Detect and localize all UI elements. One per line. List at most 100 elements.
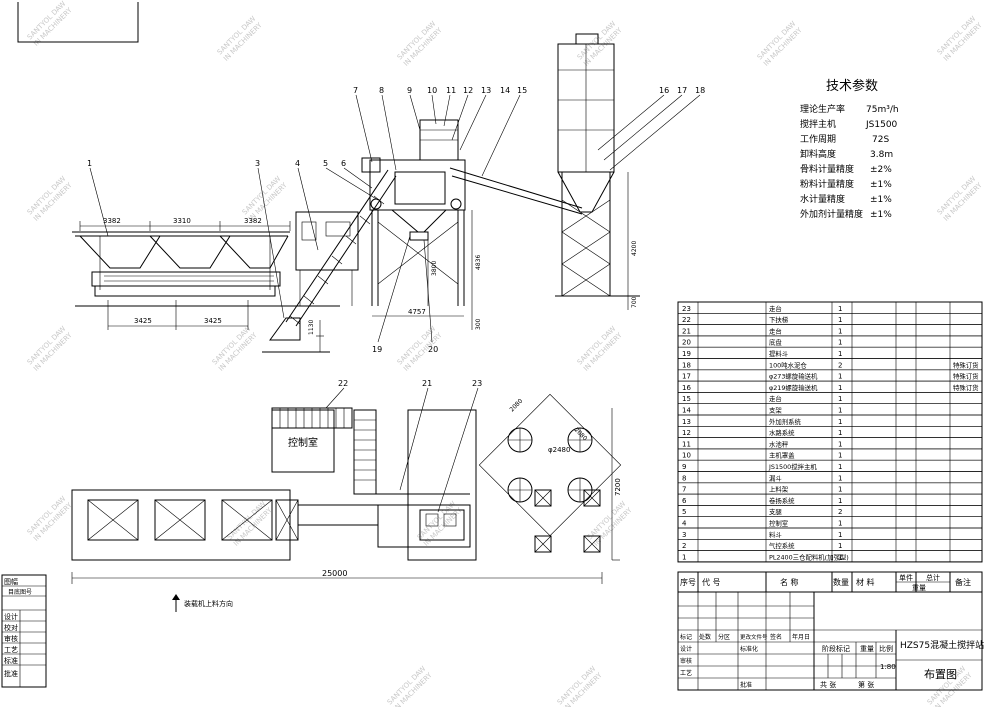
bom-qty: 1: [838, 350, 842, 358]
title-block-cell: 审核: [680, 657, 692, 665]
screw-conveyor: [449, 167, 583, 215]
scale-value: 1:80: [880, 663, 896, 671]
bom-note: 特殊订货: [953, 372, 979, 381]
bom-header-cell: 代 号: [702, 577, 721, 587]
callout-label: 6: [341, 159, 346, 168]
bom-qty: 1: [838, 407, 842, 415]
bom-no: 1: [682, 553, 686, 561]
bom-qty: 1: [838, 463, 842, 471]
left-block-label: 设计: [4, 612, 18, 621]
title-block-cell: 处数: [699, 633, 711, 641]
bom-no: 4: [682, 520, 687, 528]
bom-row: 14 支架 1: [677, 403, 983, 416]
mixer-platform: 4757 4836 3800 300: [361, 119, 482, 330]
arrow-note: 装载机上料方向: [184, 599, 233, 608]
plan-control-room: [271, 409, 335, 473]
callout-label: 18: [695, 86, 705, 95]
bom-name: 支架: [769, 406, 782, 415]
left-block-label: 标准: [4, 656, 18, 665]
param-value: 75m³/h: [866, 105, 899, 115]
bom-no: 19: [682, 350, 691, 358]
callout-label: 9: [407, 86, 412, 95]
title-block-cell: 签名: [770, 633, 782, 641]
callout-label: 1: [87, 159, 92, 168]
bom-no: 21: [682, 327, 691, 335]
control-room-elevation: [295, 211, 359, 306]
title-block-cell: 比例: [879, 644, 893, 653]
tech-params-title: 技术参数: [826, 78, 878, 94]
plan-belt: [297, 504, 379, 526]
bom-row: 4 控制室 1: [677, 516, 983, 529]
bom-qty: 1: [838, 305, 842, 313]
callout-label: 13: [481, 86, 491, 95]
bom-name: φ219螺旋输送机: [769, 383, 818, 392]
callout-label: 17: [677, 86, 687, 95]
project-title: HZS75混凝土搅拌站: [900, 639, 984, 651]
bom-no: 18: [682, 361, 691, 369]
bom-name: PL2400三仓配料机(加强型): [769, 552, 849, 561]
dim-text: 2080: [508, 398, 524, 414]
dim-text: 3382: [103, 217, 121, 225]
bom-header-cell: 名 称: [780, 577, 799, 587]
bom-qty: 1: [838, 486, 842, 494]
param-label: 理论生产率: [800, 103, 845, 115]
left-block-label: 图幅: [4, 577, 18, 586]
bom-header-cell: 备注: [955, 577, 971, 587]
bom-name: 走台: [769, 304, 782, 313]
plan-mixer-frame: [407, 409, 477, 561]
bom-name: 提料斗: [769, 349, 789, 358]
bom-name: 下扶梯: [769, 315, 789, 324]
param-value: JS1500: [865, 120, 898, 130]
bom-qty: 1: [838, 520, 842, 528]
bom-no: 14: [682, 407, 691, 415]
bom-no: 8: [682, 474, 686, 482]
bom-qty: 1: [838, 474, 842, 482]
param-label: 水计量精度: [800, 193, 845, 205]
bom-qty: 1: [838, 373, 842, 381]
callout-label: 21: [422, 379, 432, 388]
bom-name: 上料架: [769, 485, 789, 494]
dim-text: φ2480: [548, 446, 570, 454]
dim-text: 3310: [173, 217, 191, 225]
skip-incline: 1130: [262, 169, 397, 353]
bom-name: 主机罩盖: [769, 451, 795, 460]
callout-label: 19: [372, 345, 382, 354]
bom-note: 特殊订货: [953, 360, 979, 369]
bom-qty: 1: [838, 440, 842, 448]
dim-text: 3425: [134, 317, 152, 325]
dim-text: 3800: [431, 261, 438, 276]
sheet-corner-frame: [17, 2, 139, 43]
bom-qty: 1: [838, 553, 842, 561]
sheet-number: 第 张: [858, 680, 874, 689]
bom-name: 水路系统: [769, 428, 795, 437]
tech-params: 技术参数 理论生产率 75m³/h 搅拌主机 JS1500 工作周期 72S 卸…: [800, 78, 899, 220]
left-block-label: 校对: [4, 623, 18, 632]
param-value: ±1%: [870, 195, 892, 205]
dim-text: 7200: [614, 478, 622, 496]
elevation-callouts: [89, 94, 701, 343]
title-block-cell: 批准: [740, 681, 752, 689]
left-sign-block: 图幅 目底图号 设计 校对 审核 工艺 标准 批准: [1, 574, 47, 688]
title-block-cell: 工艺: [680, 669, 692, 677]
callout-label: 14: [500, 86, 510, 95]
bom-qty: 1: [838, 497, 842, 505]
bom-name: 控制室: [769, 519, 789, 528]
bom-name: 走台: [769, 326, 782, 335]
elevation-view: 3382 3310 3382 3425 3425: [72, 33, 705, 354]
callout-label: 10: [427, 86, 437, 95]
bom-header-cell: 单件: [899, 573, 913, 582]
bom-name: 走台: [769, 394, 782, 403]
bom-header-cell: 材 料: [856, 577, 875, 587]
